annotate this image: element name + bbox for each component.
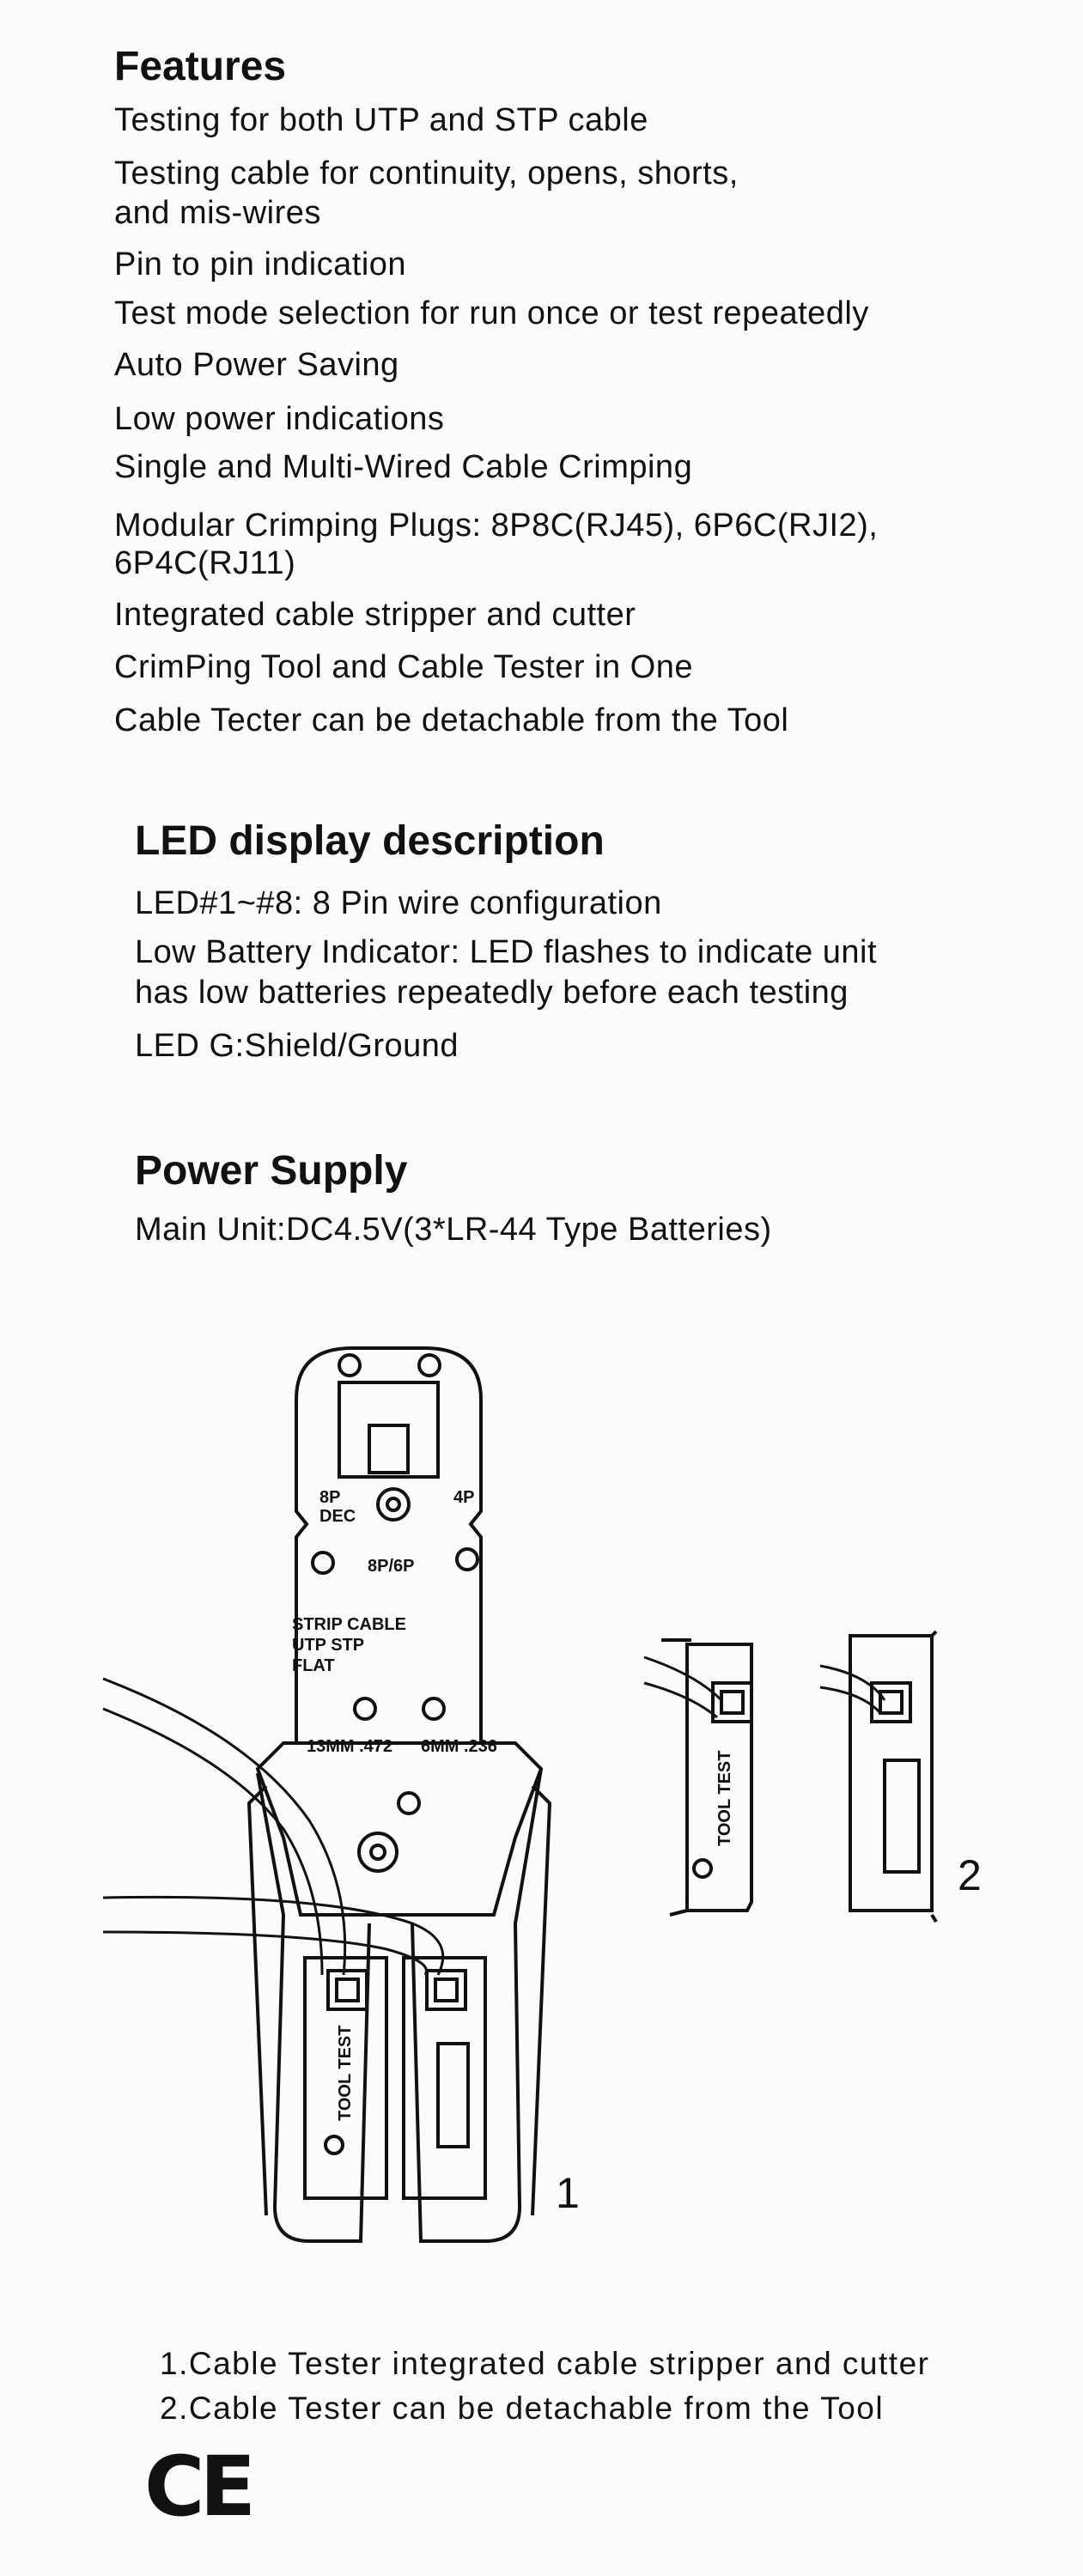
feature-line: Integrated cable stripper and cutter xyxy=(114,597,636,633)
tool-label: 8P/6P xyxy=(368,1557,414,1576)
crimping-tool-illustration: 8P DEC 4P 8P/6P STRIP CABLE UTP STP FLAT… xyxy=(102,1346,938,2243)
feature-line: Cable Tecter can be detachable from the … xyxy=(114,702,789,738)
power-line: Main Unit:DC4.5V(3*LR-44 Type Batteries) xyxy=(135,1212,772,1248)
feature-line: Test mode selection for run once or test… xyxy=(114,295,869,331)
figure-number-2: 2 xyxy=(958,1851,982,1899)
feature-line: Low power indications xyxy=(114,401,445,437)
feature-line: Testing for both UTP and STP cable xyxy=(114,102,648,138)
caption-line: 1.Cable Tester integrated cable stripper… xyxy=(160,2346,930,2381)
features-heading: Features xyxy=(114,44,287,89)
ce-mark-logo: CE xyxy=(144,2439,256,2535)
feature-line: CrimPing Tool and Cable Tester in One xyxy=(114,649,693,685)
tool-label: FLAT xyxy=(292,1656,335,1675)
led-line: LED G:Shield/Ground xyxy=(135,1028,459,1064)
feature-line: Modular Crimping Plugs: 8P8C(RJ45), 6P6C… xyxy=(114,507,879,544)
tool-label: 6MM .236 xyxy=(421,1737,497,1756)
power-heading: Power Supply xyxy=(135,1148,408,1194)
feature-line: Single and Multi-Wired Cable Crimping xyxy=(114,449,693,485)
caption-line: 2.Cable Tester can be detachable from th… xyxy=(160,2391,885,2426)
tool-label: UTP STP xyxy=(292,1636,364,1655)
feature-line: Testing cable for continuity, opens, sho… xyxy=(114,155,739,191)
tool-label: 8P xyxy=(319,1488,340,1507)
feature-line: Pin to pin indication xyxy=(114,246,407,283)
led-line: LED#1~#8: 8 Pin wire configuration xyxy=(135,885,662,921)
tool-label: 13MM .472 xyxy=(307,1737,392,1756)
feature-line: Auto Power Saving xyxy=(114,347,399,383)
feature-line: and mis-wires xyxy=(114,195,321,231)
tool-label: DEC xyxy=(319,1507,356,1526)
feature-line: 6P4C(RJ11) xyxy=(114,545,296,581)
tester-label: TOOL TEST xyxy=(336,2026,355,2122)
led-line: Low Battery Indicator: LED flashes to in… xyxy=(135,934,878,970)
figure-number-1: 1 xyxy=(556,2169,580,2217)
tester-label: TOOL TEST xyxy=(715,1751,734,1847)
led-line: has low batteries repeatedly before each… xyxy=(135,975,849,1011)
tool-label: 4P xyxy=(453,1488,474,1507)
tool-label: STRIP CABLE xyxy=(292,1615,406,1634)
led-heading: LED display description xyxy=(135,818,605,864)
